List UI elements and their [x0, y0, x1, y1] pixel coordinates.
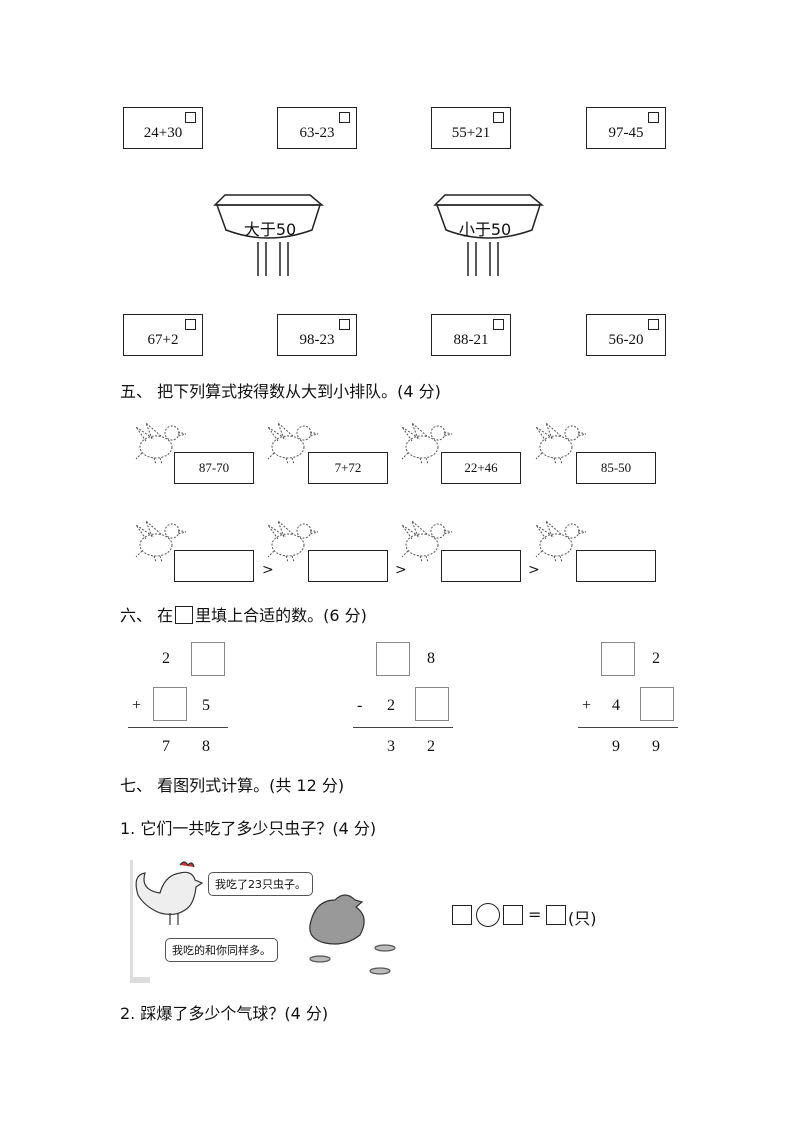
order-item-4: 85-50: [576, 452, 656, 484]
expr-box-5: 67+2: [123, 314, 203, 356]
blank-box[interactable]: [153, 687, 187, 721]
sum-line: [578, 727, 678, 728]
order-item-2: 7+72: [308, 452, 388, 484]
result-digit: 7: [162, 738, 170, 755]
checkbox-mark[interactable]: [185, 319, 196, 330]
section-7-title: 七、 看图列式计算。(共 12 分): [120, 776, 345, 795]
mailbox-right: [433, 194, 545, 276]
expr-text: 24+30: [143, 125, 183, 141]
expr-text: 55+21: [451, 125, 491, 141]
greater-than-sign: >: [528, 562, 540, 578]
order-item-3: 22+46: [441, 452, 521, 484]
greater-than-sign: >: [395, 562, 407, 578]
answer-box-4[interactable]: [576, 550, 656, 582]
order-item-text: 22+46: [464, 460, 498, 475]
mailbox-left-label: 大于50: [243, 220, 297, 239]
expr-text: 88-21: [453, 332, 489, 348]
expr-box-6: 98-23: [277, 314, 357, 356]
section-6-title-pre: 六、 在: [120, 606, 174, 625]
digit: 8: [427, 650, 435, 667]
order-item-1: 87-70: [174, 452, 254, 484]
blank-box[interactable]: [640, 687, 674, 721]
section-6-title-post: 里填上合适的数。(6 分): [195, 606, 367, 625]
expr-box-7: 88-21: [431, 314, 511, 356]
order-item-text: 7+72: [334, 460, 362, 475]
equation-box-2[interactable]: [503, 905, 523, 925]
mailbox-right-label: 小于50: [458, 220, 512, 239]
checkbox-mark[interactable]: [185, 112, 196, 123]
checkbox-mark[interactable]: [493, 319, 504, 330]
expr-box-3: 55+21: [431, 107, 511, 149]
expr-text: 97-45: [608, 125, 644, 141]
operator: +: [132, 697, 142, 714]
blank-square-icon: [175, 606, 194, 624]
equals-sign: =: [528, 905, 542, 924]
expr-text: 63-23: [299, 125, 335, 141]
mailbox-left: [213, 194, 325, 276]
result-digit: 9: [652, 738, 660, 755]
blank-box[interactable]: [191, 642, 225, 676]
answer-box-3[interactable]: [441, 550, 521, 582]
operator: +: [582, 697, 592, 714]
section-5-title: 五、 把下列算式按得数从大到小排队。(4 分): [120, 382, 441, 401]
checkbox-mark[interactable]: [339, 112, 350, 123]
result-digit: 2: [427, 738, 435, 755]
unit-label: (只): [568, 909, 597, 928]
expr-box-8: 56-20: [586, 314, 666, 356]
blank-box[interactable]: [376, 642, 410, 676]
expr-text: 98-23: [299, 332, 335, 348]
expr-text: 56-20: [608, 332, 644, 348]
worm-icons: [309, 944, 396, 975]
digit: 2: [162, 650, 170, 667]
blank-box[interactable]: [415, 687, 449, 721]
checkbox-mark[interactable]: [339, 319, 350, 330]
digit: 5: [202, 697, 210, 714]
question-2: 2. 踩爆了多少个气球？(4 分): [120, 1004, 329, 1023]
digit: 4: [612, 697, 620, 714]
background-wall: [130, 860, 150, 983]
order-item-text: 85-50: [600, 460, 632, 475]
expr-box-2: 63-23: [277, 107, 357, 149]
answer-box-1[interactable]: [174, 550, 254, 582]
checkbox-mark[interactable]: [493, 112, 504, 123]
checkbox-mark[interactable]: [648, 319, 659, 330]
speech-bubble-rooster: 我吃了23只虫子。: [208, 872, 313, 896]
expr-text: 67+2: [147, 332, 179, 348]
sum-line: [353, 727, 453, 728]
result-digit: 8: [202, 738, 210, 755]
digit: 2: [652, 650, 660, 667]
result-digit: 3: [387, 738, 395, 755]
question-1: 1. 它们一共吃了多少只虫子？(4 分): [120, 819, 377, 838]
sum-line: [128, 727, 228, 728]
operator-circle[interactable]: [476, 903, 500, 927]
mailbox-illustrations: [213, 194, 545, 276]
section-6-title: 六、 在 里填上合适的数。(6 分): [120, 602, 367, 626]
speech-bubble-hen: 我吃的和你同样多。: [165, 938, 278, 962]
blank-box[interactable]: [601, 642, 635, 676]
rooster-hen-illustration: [130, 860, 396, 983]
equation-result-box[interactable]: [546, 905, 566, 925]
order-item-text: 87-70: [198, 460, 230, 475]
greater-than-sign: >: [262, 562, 274, 578]
answer-box-2[interactable]: [308, 550, 388, 582]
expr-box-4: 97-45: [586, 107, 666, 149]
expr-box-1: 24+30: [123, 107, 203, 149]
result-digit: 9: [612, 738, 620, 755]
checkbox-mark[interactable]: [648, 112, 659, 123]
equation-box-1[interactable]: [452, 905, 472, 925]
digit: 2: [387, 697, 395, 714]
rooster-icon: [135, 861, 204, 925]
operator: -: [357, 697, 363, 714]
hen-icon: [309, 894, 365, 945]
